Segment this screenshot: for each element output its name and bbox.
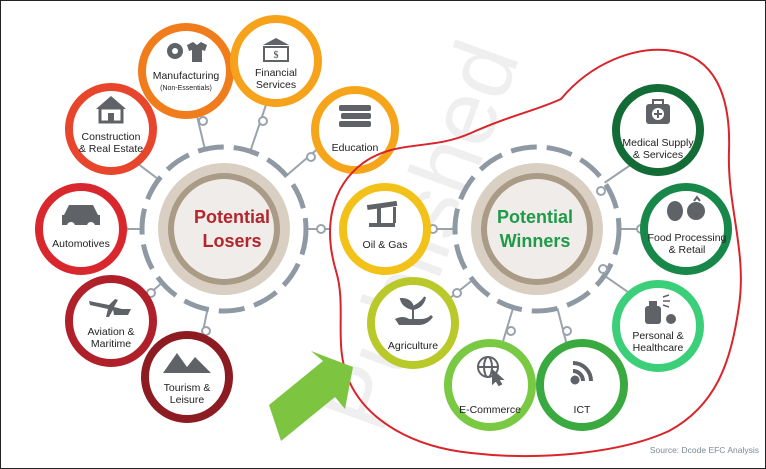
winner-node-medical-supply: Medical Supply & Services xyxy=(612,84,704,176)
loser-label-financial-2: Services xyxy=(256,79,296,91)
oil-pump-icon xyxy=(366,200,398,227)
winner-node-agriculture: Agriculture xyxy=(367,277,459,369)
winner-label-medical-2: & Services xyxy=(633,149,683,161)
loser-node-manufacturing: Manufacturing (Non-Essentials) xyxy=(138,23,234,119)
house-icon xyxy=(96,96,126,124)
winner-node-personal-healthcare: Personal & Healthcare xyxy=(612,280,704,372)
loser-label-automotives: Automotives xyxy=(52,238,110,250)
winners-hub-line2: Winners xyxy=(500,231,571,251)
winner-label-food-2: & Retail xyxy=(669,244,706,256)
loser-node-automotives: Automotives xyxy=(35,183,127,275)
winner-label-agriculture: Agriculture xyxy=(388,340,438,352)
losers-hub-line1: Potential xyxy=(194,207,270,227)
winner-label-medical-1: Medical Supply xyxy=(622,137,694,149)
loser-label-manufacturing-2: (Non-Essentials) xyxy=(160,85,212,92)
bank-icon: $ xyxy=(263,38,289,62)
winners-hub-line1: Potential xyxy=(497,207,573,227)
loser-label-aviation-2: Maritime xyxy=(91,338,131,350)
winner-label-ecommerce: E-Commerce xyxy=(459,404,521,416)
loser-label-education: Education xyxy=(332,142,379,154)
loser-label-construction-2: & Real Estate xyxy=(79,143,143,155)
medical-kit-icon xyxy=(646,99,670,124)
winner-node-oil-gas: Oil & Gas xyxy=(339,183,431,275)
green-arrow xyxy=(269,351,353,441)
loser-node-aviation: Aviation & Maritime xyxy=(65,275,157,367)
globe-cursor-icon xyxy=(477,356,505,387)
car-icon xyxy=(62,205,100,230)
plane-ship-icon xyxy=(89,299,131,317)
loser-label-aviation-1: Aviation & xyxy=(87,326,134,338)
books-icon xyxy=(339,105,371,127)
winners-hub: Potential Winners xyxy=(471,163,603,295)
wifi-icon xyxy=(570,361,593,385)
winner-node-food-processing: Food Processing & Retail xyxy=(640,183,732,275)
loser-label-financial-1: Financial xyxy=(255,67,297,79)
annotation-outline xyxy=(329,48,742,458)
winner-label-oil-gas: Oil & Gas xyxy=(363,239,408,251)
source-note: Source: Dcode EFC Analysis xyxy=(650,445,759,455)
loser-label-tourism-2: Leisure xyxy=(170,394,205,406)
loser-label-construction-1: Construction xyxy=(82,131,141,143)
loser-label-tourism-1: Tourism & xyxy=(164,382,211,394)
svg-text:$: $ xyxy=(274,50,279,61)
spray-bottle-icon xyxy=(645,294,676,324)
loser-node-construction: Construction & Real Estate xyxy=(65,83,157,175)
winner-label-personal-1: Personal & xyxy=(632,330,683,342)
loser-node-tourism: Tourism & Leisure xyxy=(141,331,233,423)
winners-connector-dots xyxy=(428,186,646,336)
losers-hub-line2: Losers xyxy=(202,231,261,251)
winners-cluster: Potential Winners Oil & Gas Agriculture xyxy=(339,84,732,431)
winner-label-food-1: Food Processing xyxy=(648,232,727,244)
mountains-icon xyxy=(163,353,211,373)
loser-node-education: Education xyxy=(311,86,399,174)
losers-cluster: Potential Losers Manufacturing (Non-Esse… xyxy=(35,15,399,423)
winner-label-personal-2: Healthcare xyxy=(633,342,684,354)
loser-label-manufacturing-1: Manufacturing xyxy=(153,70,220,82)
losers-hub: Potential Losers xyxy=(158,163,290,295)
gear-shirt-icon xyxy=(167,42,207,62)
winner-label-ict: ICT xyxy=(574,404,592,416)
loser-node-financial-services: $ Financial Services xyxy=(230,15,322,107)
winner-node-ecommerce: E-Commerce xyxy=(444,339,536,431)
winner-node-ict: ICT xyxy=(536,339,628,431)
vegetables-icon xyxy=(667,195,705,221)
plant-hand-icon xyxy=(395,296,433,325)
